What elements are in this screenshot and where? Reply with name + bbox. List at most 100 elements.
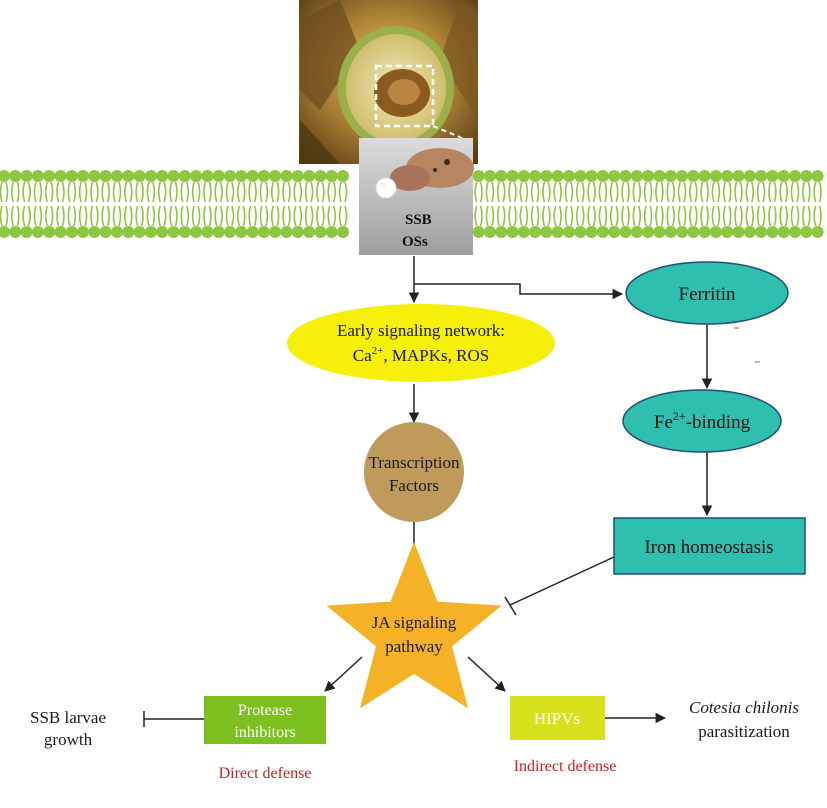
hipvs-label: HIPVs [534,709,580,728]
lipid-tail [310,205,314,227]
lipid-tail [592,205,596,227]
lipid-tail [321,181,325,203]
lipid-head [483,170,496,182]
lipid-tail [649,205,653,227]
lipid-tail [547,205,551,227]
lipid-head [630,170,643,182]
tf-line1: Transcription [369,453,460,472]
lipid-tail [773,205,777,227]
lipid-head [721,226,734,238]
lipid-head [732,226,745,238]
lipid-tail [530,181,534,203]
lipid-head [540,226,553,238]
iron-homeostasis-node: Iron homeostasis [613,517,806,575]
lipid-head [9,170,22,182]
inhibit-iron-to-ja [509,556,615,606]
lipid-tail [570,205,574,227]
lipid-tail [598,205,602,227]
lipid-tail [248,205,252,227]
lipid-tail [558,205,562,227]
lipid-head [88,170,101,182]
lipid-tail [332,181,336,203]
lipid-tail [22,181,26,203]
lipid-head [43,226,56,238]
lipid-tail [491,181,495,203]
lipid-head [506,170,519,182]
lipid-head [99,170,112,182]
lipid-head [144,226,157,238]
early-ca: Ca [353,346,372,365]
lipid-tail [237,181,241,203]
lipid-tail [660,181,664,203]
lipid-tail [779,181,783,203]
ja-signaling-node: JA signaling pathway [326,542,502,709]
lipid-tail [56,205,60,227]
lipid-head [235,226,248,238]
lipid-tail [542,181,546,203]
lipid-tail [338,181,342,203]
lipid-head [619,226,632,238]
lipid-head [574,226,587,238]
larva-photo: SSB OSs [359,138,474,255]
lipid-head [529,170,542,182]
indirect-defense-label: Indirect defense [514,758,617,775]
lipid-tail [152,205,156,227]
lipid-tail [208,181,212,203]
lipid-tail [609,181,613,203]
lipid-tail [547,181,551,203]
transcription-factors-node: Transcription Factors [364,422,464,522]
lipid-tail [474,205,478,227]
lipid-tail [225,181,229,203]
lipid-tail [796,205,800,227]
lipid-head [77,226,90,238]
lipid-head [303,170,316,182]
lipid-tail [61,181,65,203]
lipid-tail [711,181,715,203]
lipid-head [167,226,180,238]
lipid-tail [553,181,557,203]
lipid-head [156,226,169,238]
lipid-tail [27,205,31,227]
lipid-tail [225,205,229,227]
lipid-tail [479,181,483,203]
lipid-tail [705,205,709,227]
lipid-tail [73,181,77,203]
lipid-head [77,170,90,182]
protease-inhibitors-node: Protease inhibitors [204,696,326,744]
lipid-tail [242,181,246,203]
lipid-tail [316,181,320,203]
lipid-head [698,170,711,182]
lipid-tail [219,181,223,203]
lipid-tail [604,181,608,203]
lipid-head [31,226,44,238]
lipid-head [246,226,259,238]
lipid-tail [643,181,647,203]
ja-line1: JA signaling [372,613,457,632]
lipid-tail [84,181,88,203]
tf-line2: Factors [389,476,439,495]
lipid-tail [276,181,280,203]
lipid-tail [587,181,591,203]
lipid-tail [592,181,596,203]
larvae-line2: growth [44,730,93,749]
lipid-head [246,170,259,182]
lipid-tail [203,205,207,227]
fe-sup: 2+ [673,409,686,423]
lipid-tail [513,181,517,203]
lipid-tail [332,205,336,227]
lipid-head [664,226,677,238]
lipid-tail [621,205,625,227]
lipid-head [235,170,248,182]
lipid-tail [129,205,133,227]
lipid-tail [5,205,9,227]
lipid-tail [327,181,331,203]
lipid-head [212,226,225,238]
lipid-tail [717,181,721,203]
lipid-head [721,170,734,182]
lipid-tail [118,181,122,203]
lipid-tail [474,181,478,203]
lipid-head [9,226,22,238]
lipid-tail [558,181,562,203]
lipid-head [743,170,756,182]
